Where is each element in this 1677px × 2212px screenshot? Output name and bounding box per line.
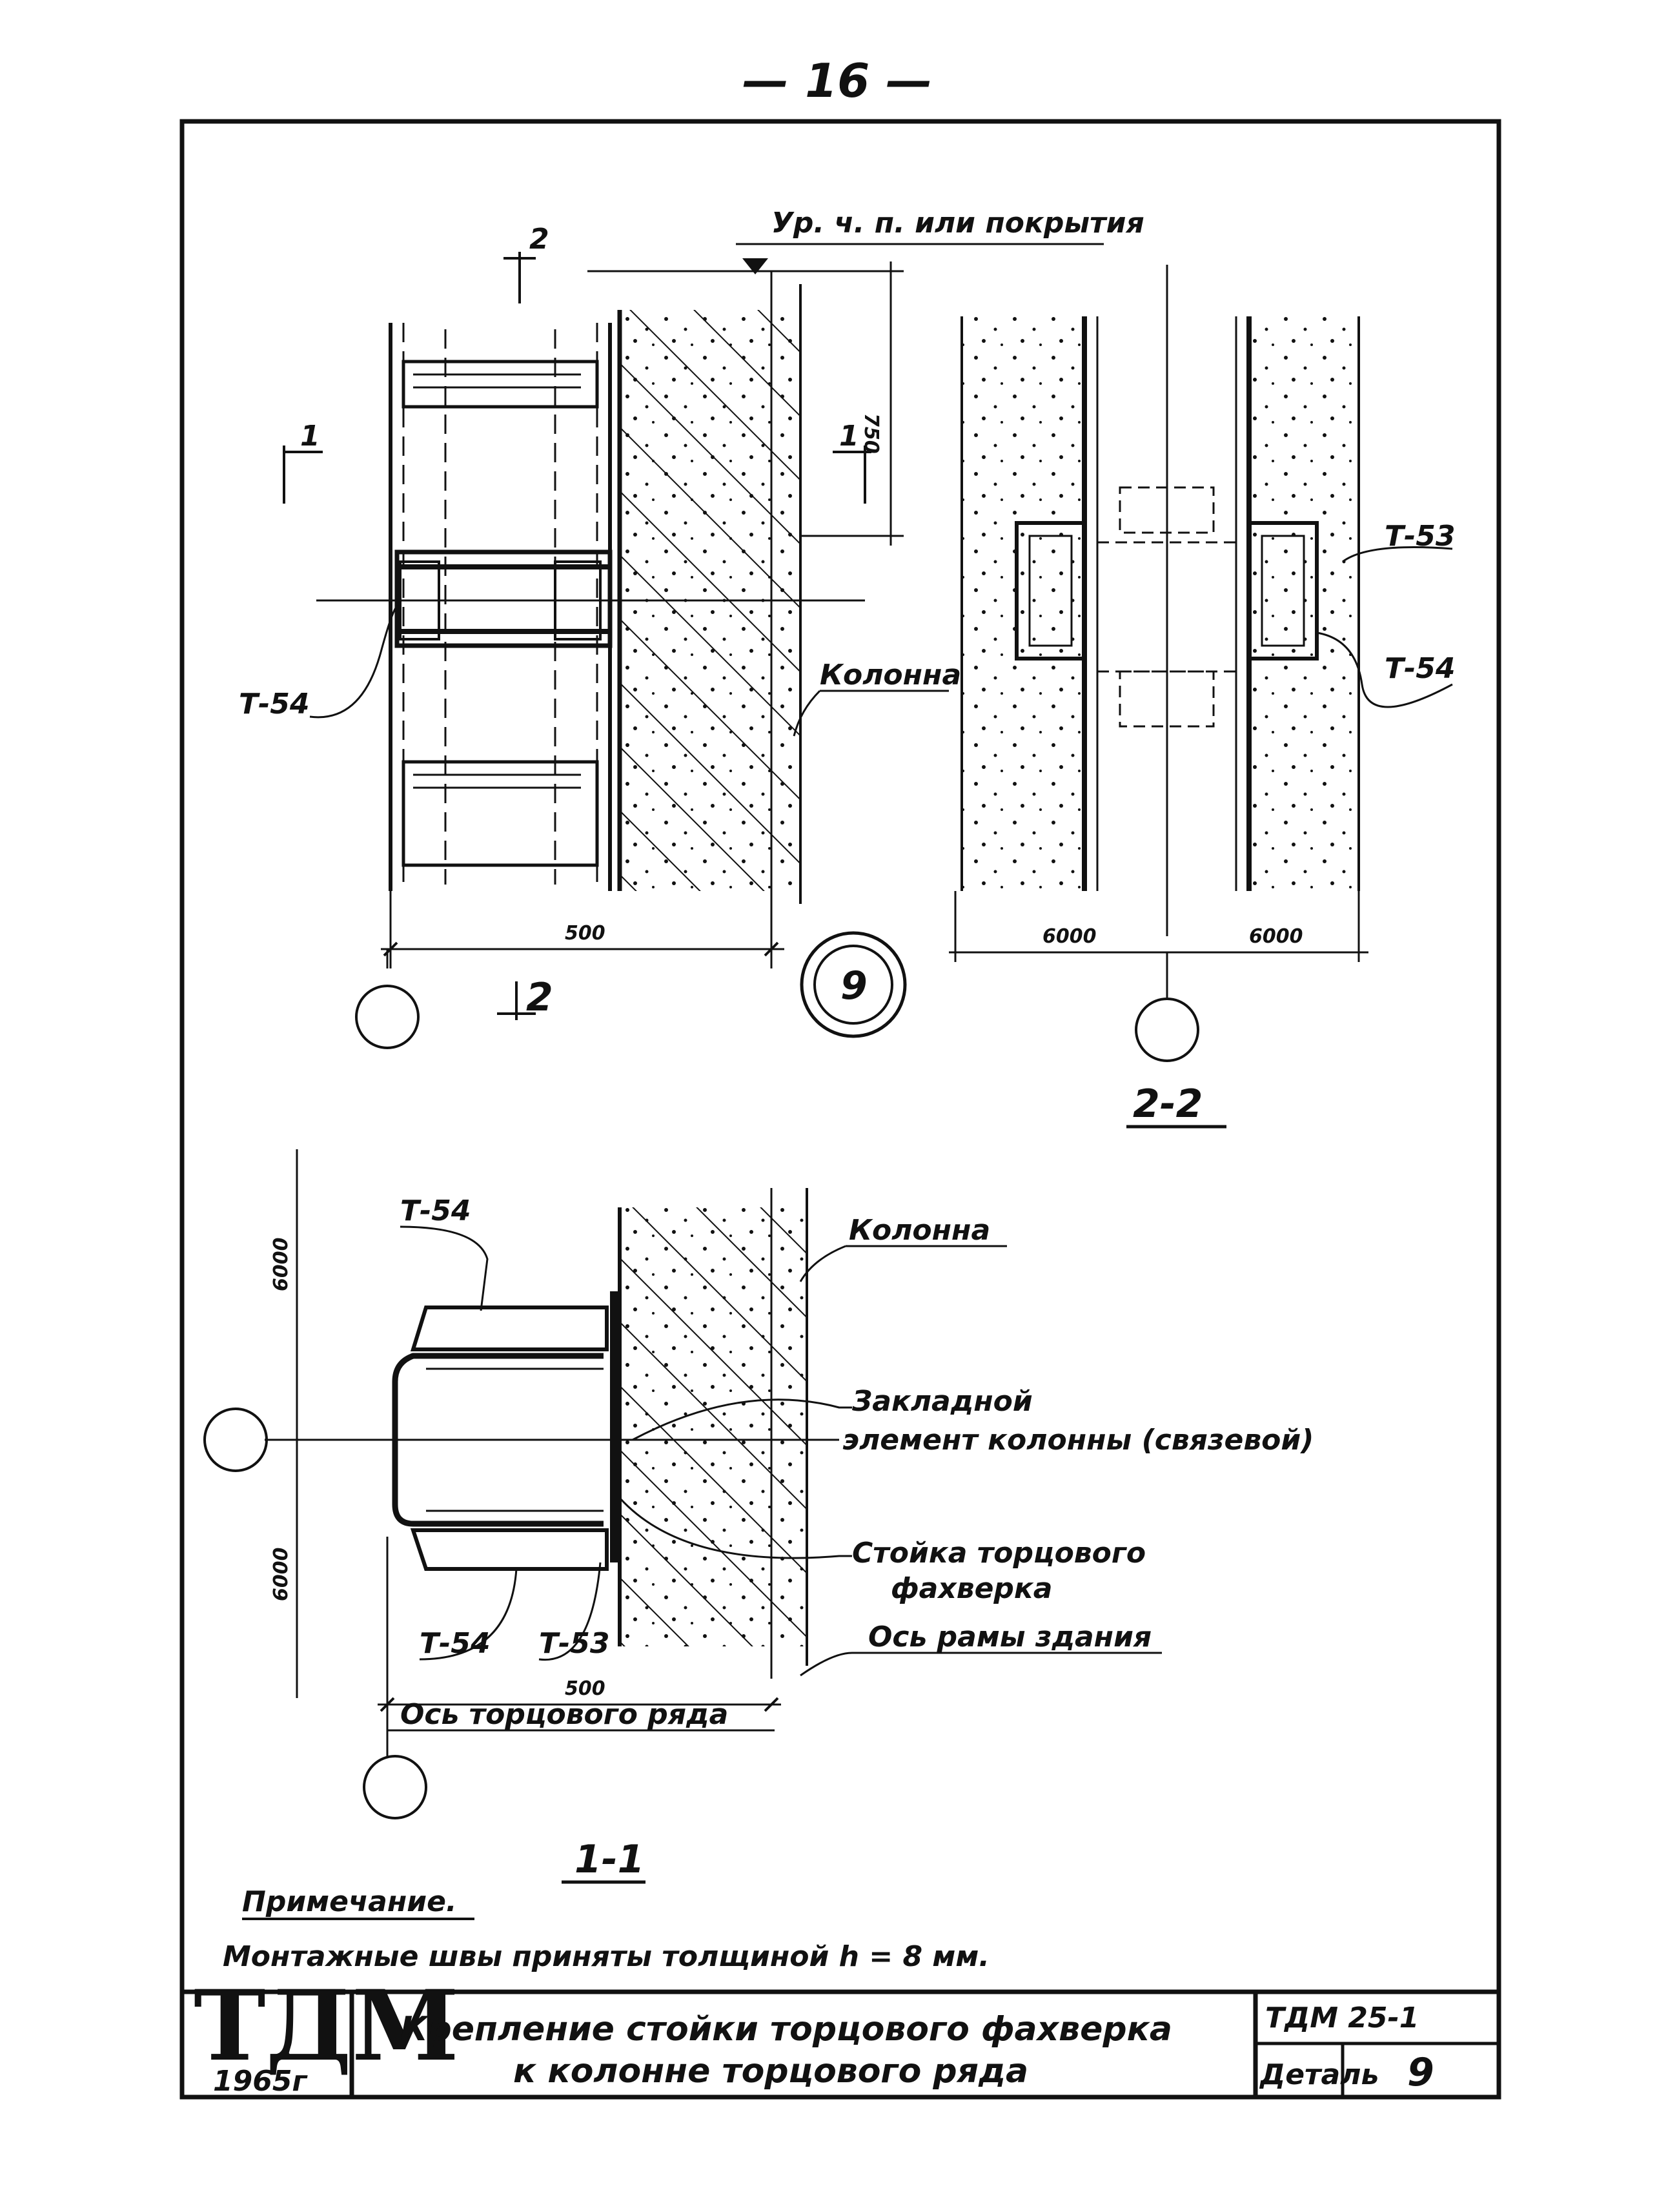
detail-circle-outer (800, 931, 907, 1038)
embedded-dashed-bottom (1119, 670, 1215, 728)
plan-dim-500: 500 (565, 922, 605, 945)
section-2-2-t53: Т-53 (1385, 520, 1456, 553)
plan-dim-750: 750 (860, 413, 882, 454)
bracket-right (1247, 521, 1319, 661)
note-block: Примечание. Монтажные швы приняты толщин… (223, 1885, 990, 1973)
embedded-line1: Закладной (851, 1385, 1033, 1418)
end-axis-label: Ось торцового ряда (400, 1698, 728, 1731)
section-1-1-column: Колонна (849, 1214, 990, 1247)
section-1-1-title: 1-1 (574, 1837, 644, 1882)
plan-view: 500 750 Ур. ч. п. или покрытия 2 1 1 2 Т… (239, 207, 1144, 1049)
top-plate (401, 360, 599, 409)
section-1-1-t54-top: Т-54 (400, 1194, 471, 1227)
embedded-dashed-top (1119, 486, 1215, 534)
frame-axis-label: Ось рамы здания (868, 1621, 1152, 1654)
section-1-1-dim-top: 6000 (270, 1238, 292, 1292)
level-label: Ур. ч. п. или покрытия (771, 207, 1144, 240)
section-2-2-dim-left: 6000 (1042, 925, 1097, 948)
plan-column-label: Колонна (820, 659, 961, 691)
axis-bubble-2-2 (1135, 998, 1199, 1062)
detail-label: Деталь (1259, 2058, 1379, 2091)
section-mark-2-bottom: 2 (526, 975, 553, 1020)
level-mark (742, 258, 768, 274)
bottom-plate (401, 760, 599, 867)
title-block: ТДМ 1965г Крепление стойки торцового фах… (179, 1969, 1501, 2100)
drawing-code: ТДМ 25-1 (1265, 2002, 1419, 2034)
title-line2: к колонне торцового ряда (513, 2052, 1028, 2091)
detail-circle-inner (813, 945, 893, 1025)
year: 1965г (213, 2065, 308, 2098)
axis-bubble-1-1-bottom (363, 1755, 427, 1819)
t54-angle-bottom (410, 1528, 609, 1571)
post-line1: Стойка торцового (852, 1537, 1146, 1570)
section-2-2: Т-53 Т-54 6000 6000 2-2 (949, 265, 1456, 1129)
axis-bubble-1-1-left (203, 1408, 268, 1472)
section-1-1-t54-bottom: Т-54 (420, 1627, 491, 1660)
embedded-line2: элемент колонны (связевой) (842, 1424, 1314, 1457)
plan-t54-label: Т-54 (239, 688, 310, 721)
note-heading: Примечание. (242, 1885, 457, 1918)
section-2-2-t54: Т-54 (1385, 652, 1456, 685)
detail-number: 9 (840, 963, 868, 1009)
channel-post (392, 1353, 604, 1527)
section-1-1-t53: Т-53 (539, 1627, 610, 1660)
connection-plate-t54 (394, 549, 613, 648)
title-detail-number: 9 (1407, 2050, 1434, 2095)
bracket-left (1015, 521, 1086, 661)
section-1-1-dim-500: 500 (565, 1677, 605, 1700)
note-text: Монтажные швы приняты толщиной h = 8 мм. (223, 1940, 990, 1973)
concrete-left (962, 316, 1084, 891)
logo: ТДМ (194, 1969, 459, 2083)
section-mark-1-left: 1 (300, 420, 320, 453)
section-mark-2-top: 2 (529, 223, 549, 256)
embedded-plate (610, 1291, 620, 1562)
axis-bubble-plan (355, 985, 420, 1049)
t54-angle-top (410, 1306, 609, 1351)
post-line2: фахверка (891, 1572, 1052, 1605)
title-line1: Крепление стойки торцового фахверка (400, 2010, 1172, 2049)
page-number: — 16 — (742, 54, 932, 108)
section-1-1: 6000 6000 500 Т-54 Т-54 Т-53 Колонна Зак… (203, 1149, 1314, 1884)
section-mark-1-right: 1 (839, 420, 859, 453)
section-2-2-dim-right: 6000 (1249, 925, 1303, 948)
section-1-1-dim-bottom: 6000 (270, 1548, 292, 1602)
section-2-2-title: 2-2 (1133, 1081, 1203, 1127)
